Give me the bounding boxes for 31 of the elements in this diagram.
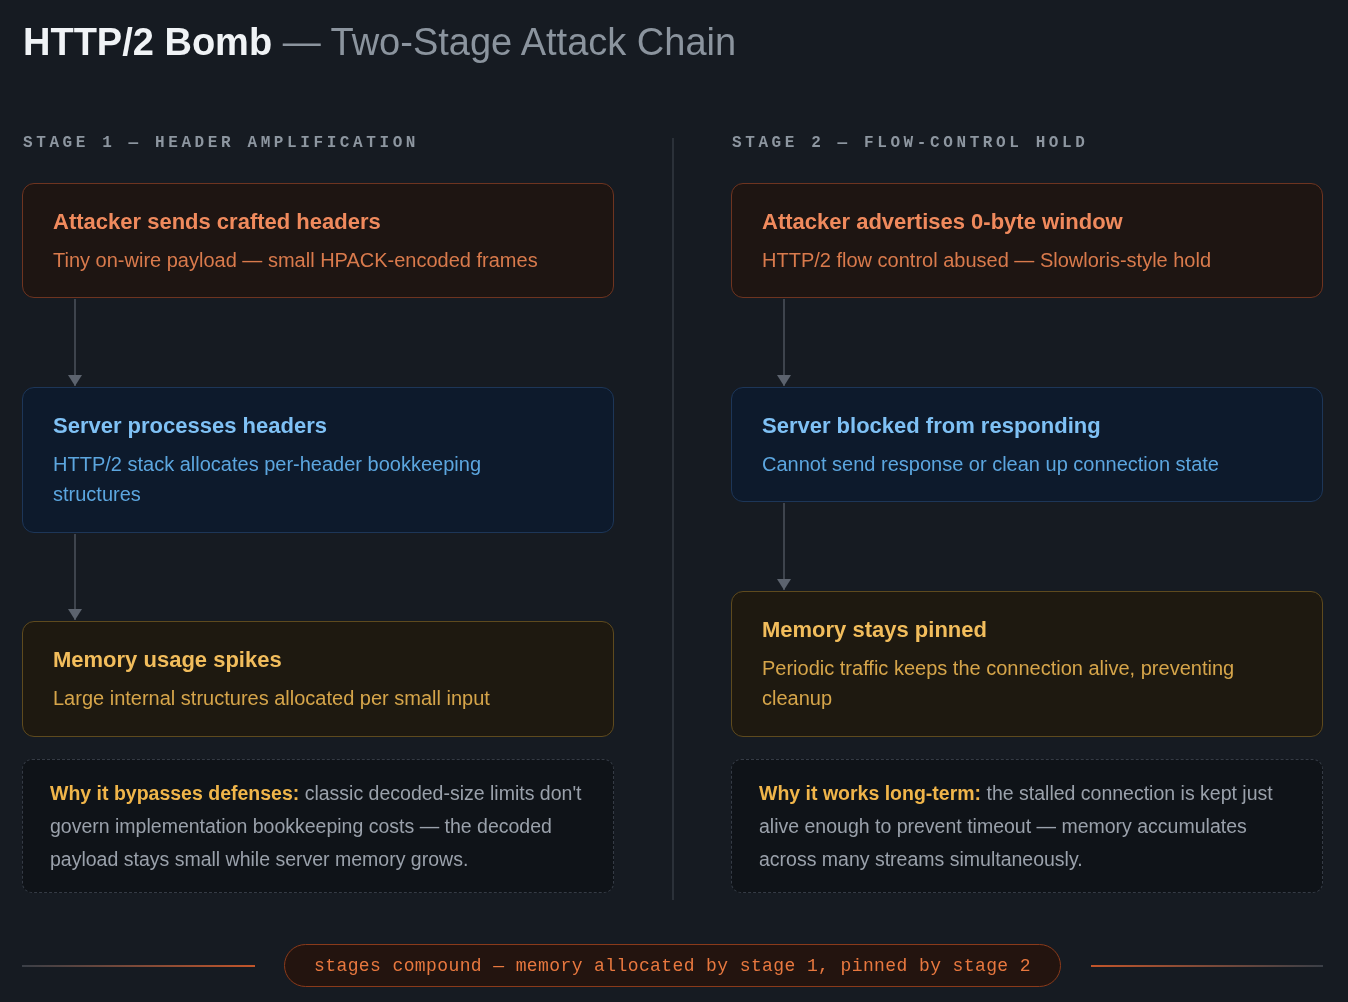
note-card [22,759,614,893]
step-description: Cannot send response or clean up connection state [762,451,1220,477]
note-text: Why it bypasses defenses: classic decoded-size limits don't govern implementation bookkeeping costs — the decoded payload stays small while server memory grows. [50,780,583,872]
step-title: Attacker advertises 0-byte window [762,207,1124,236]
step-title: Server processes headers [53,412,328,440]
arrow [68,533,82,621]
step-card [731,591,1323,737]
note-text: Why it works long-term: the stalled connection is kept just alive enough to prevent timeout — memory accumulates across many streams simultaneously. [759,780,1274,872]
summary-text: stages compound — memory allocated by stage 1, pinned by stage 2 [314,954,1031,978]
step-title: Memory stays pinned [762,616,988,644]
step-card [731,183,1323,298]
step-description: Periodic traffic keeps the connection alive, preventing cleanup [762,656,1236,711]
arrow [68,298,82,387]
arrow [777,502,791,591]
diagram-title: HTTP/2 Bomb — Two-Stage Attack Chain [23,20,737,65]
step-description: Large internal structures allocated per small input [53,686,491,711]
step-description: HTTP/2 stack allocates per-header bookkeeping structures [53,452,482,507]
step-description: HTTP/2 flow control abused — Slowloris-style hold [762,247,1213,273]
step-card [22,621,614,737]
section-heading: STAGE 2 — FLOW-CONTROL HOLD [732,133,1089,154]
step-card [22,183,614,298]
section-heading: STAGE 1 — HEADER AMPLIFICATION [23,133,420,154]
step-description: Tiny on-wire payload — small HPACK-encoded frames [53,247,539,273]
note-card [731,759,1323,893]
step-title: Attacker sends crafted headers [53,207,382,236]
step-card [22,387,614,533]
summary-pill [284,944,1061,987]
step-title: Server blocked from responding [762,411,1102,440]
arrow [777,298,791,387]
step-card [731,387,1323,502]
step-title: Memory usage spikes [53,646,283,674]
